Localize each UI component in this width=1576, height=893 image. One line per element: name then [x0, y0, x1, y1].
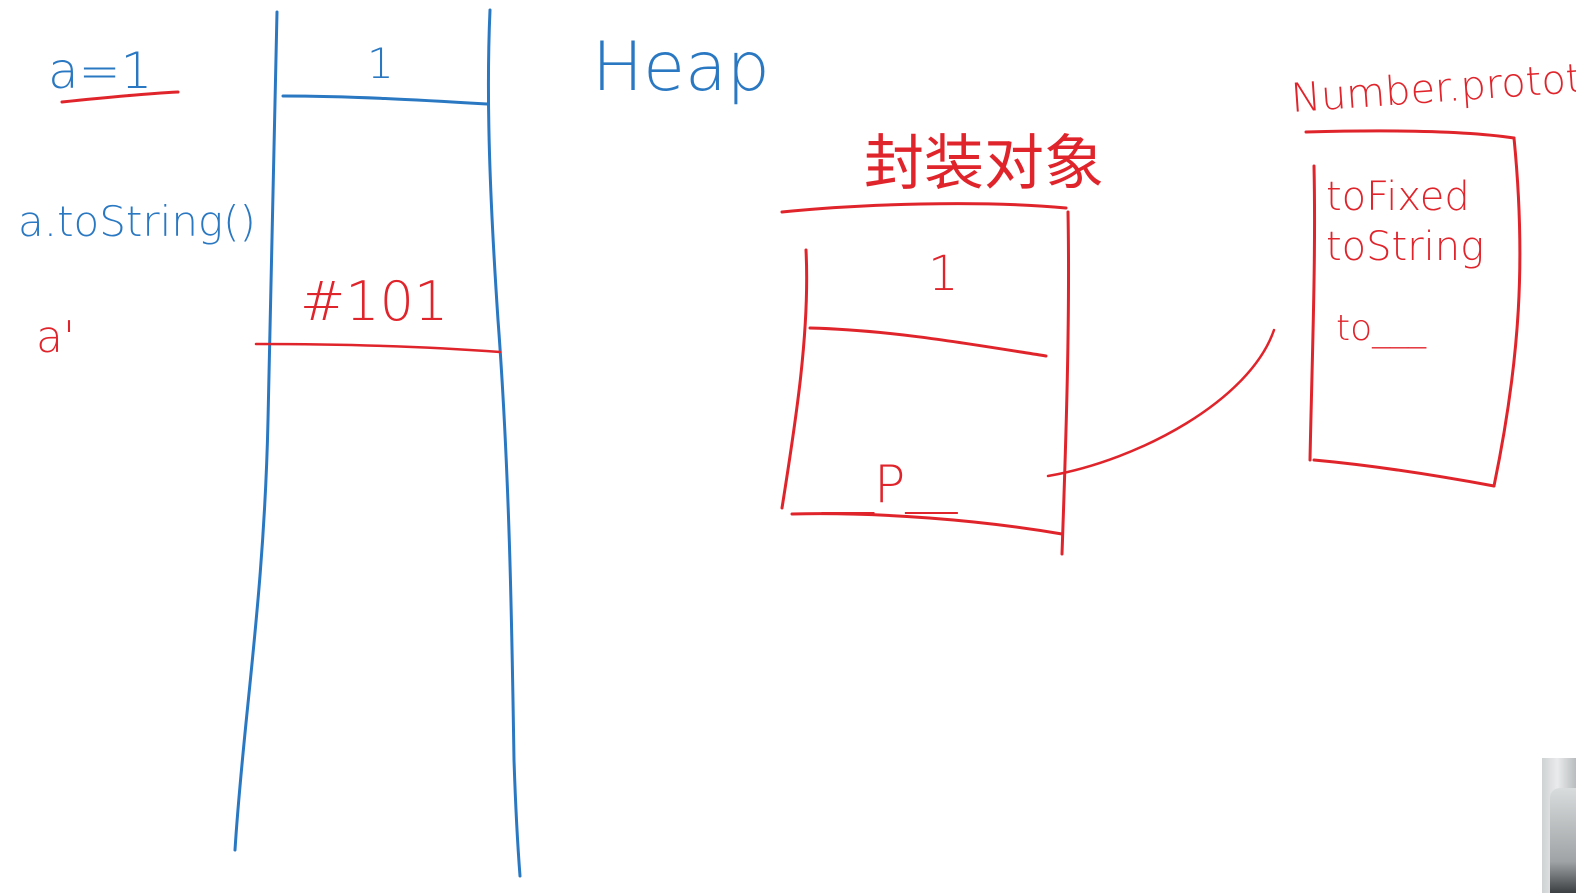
prototype-method-1: toString	[1326, 224, 1484, 270]
prototype-bottom	[1312, 458, 1496, 488]
wrapper-object-box	[780, 202, 1071, 556]
stack-cell-divider	[281, 94, 489, 106]
label-assign: a=1	[48, 42, 152, 100]
wrapper-object-value: 1	[928, 246, 959, 302]
prototype-right	[1492, 136, 1522, 488]
wrapper-object-top	[780, 202, 1068, 214]
webcam-subject	[1550, 788, 1576, 893]
label-call: a.toString()	[18, 197, 256, 246]
stack-column	[233, 8, 522, 878]
stack-cell-value: 1	[367, 39, 394, 88]
prototype-method-2: to___	[1336, 308, 1427, 349]
stack-right-border	[486, 8, 522, 878]
stack-cell-address: #101	[300, 270, 448, 333]
prototype-top	[1304, 129, 1516, 140]
proto-link-curve	[1046, 328, 1276, 478]
label-assign-underline	[60, 90, 180, 104]
prototype-left	[1308, 164, 1317, 462]
prototype-method-0: toFixed	[1326, 174, 1470, 220]
label-wrapper: a'	[36, 312, 75, 363]
prototype-title: Number.prototype	[1289, 51, 1576, 122]
wrapper-object-right	[1060, 210, 1071, 556]
stack-left-border	[233, 10, 279, 852]
wrapper-object-title: 封装对象	[864, 129, 1104, 199]
stack-wrapper-divider	[254, 342, 502, 354]
wrapper-object-divider	[808, 326, 1048, 358]
webcam-overlay	[1542, 758, 1576, 893]
wrapper-proto-slot: __P__	[821, 455, 958, 515]
heap-title: Heap	[592, 28, 770, 107]
wrapper-object-left	[780, 248, 809, 510]
wrapper-object-bottom	[790, 512, 1064, 536]
prototype-box	[1304, 129, 1522, 488]
